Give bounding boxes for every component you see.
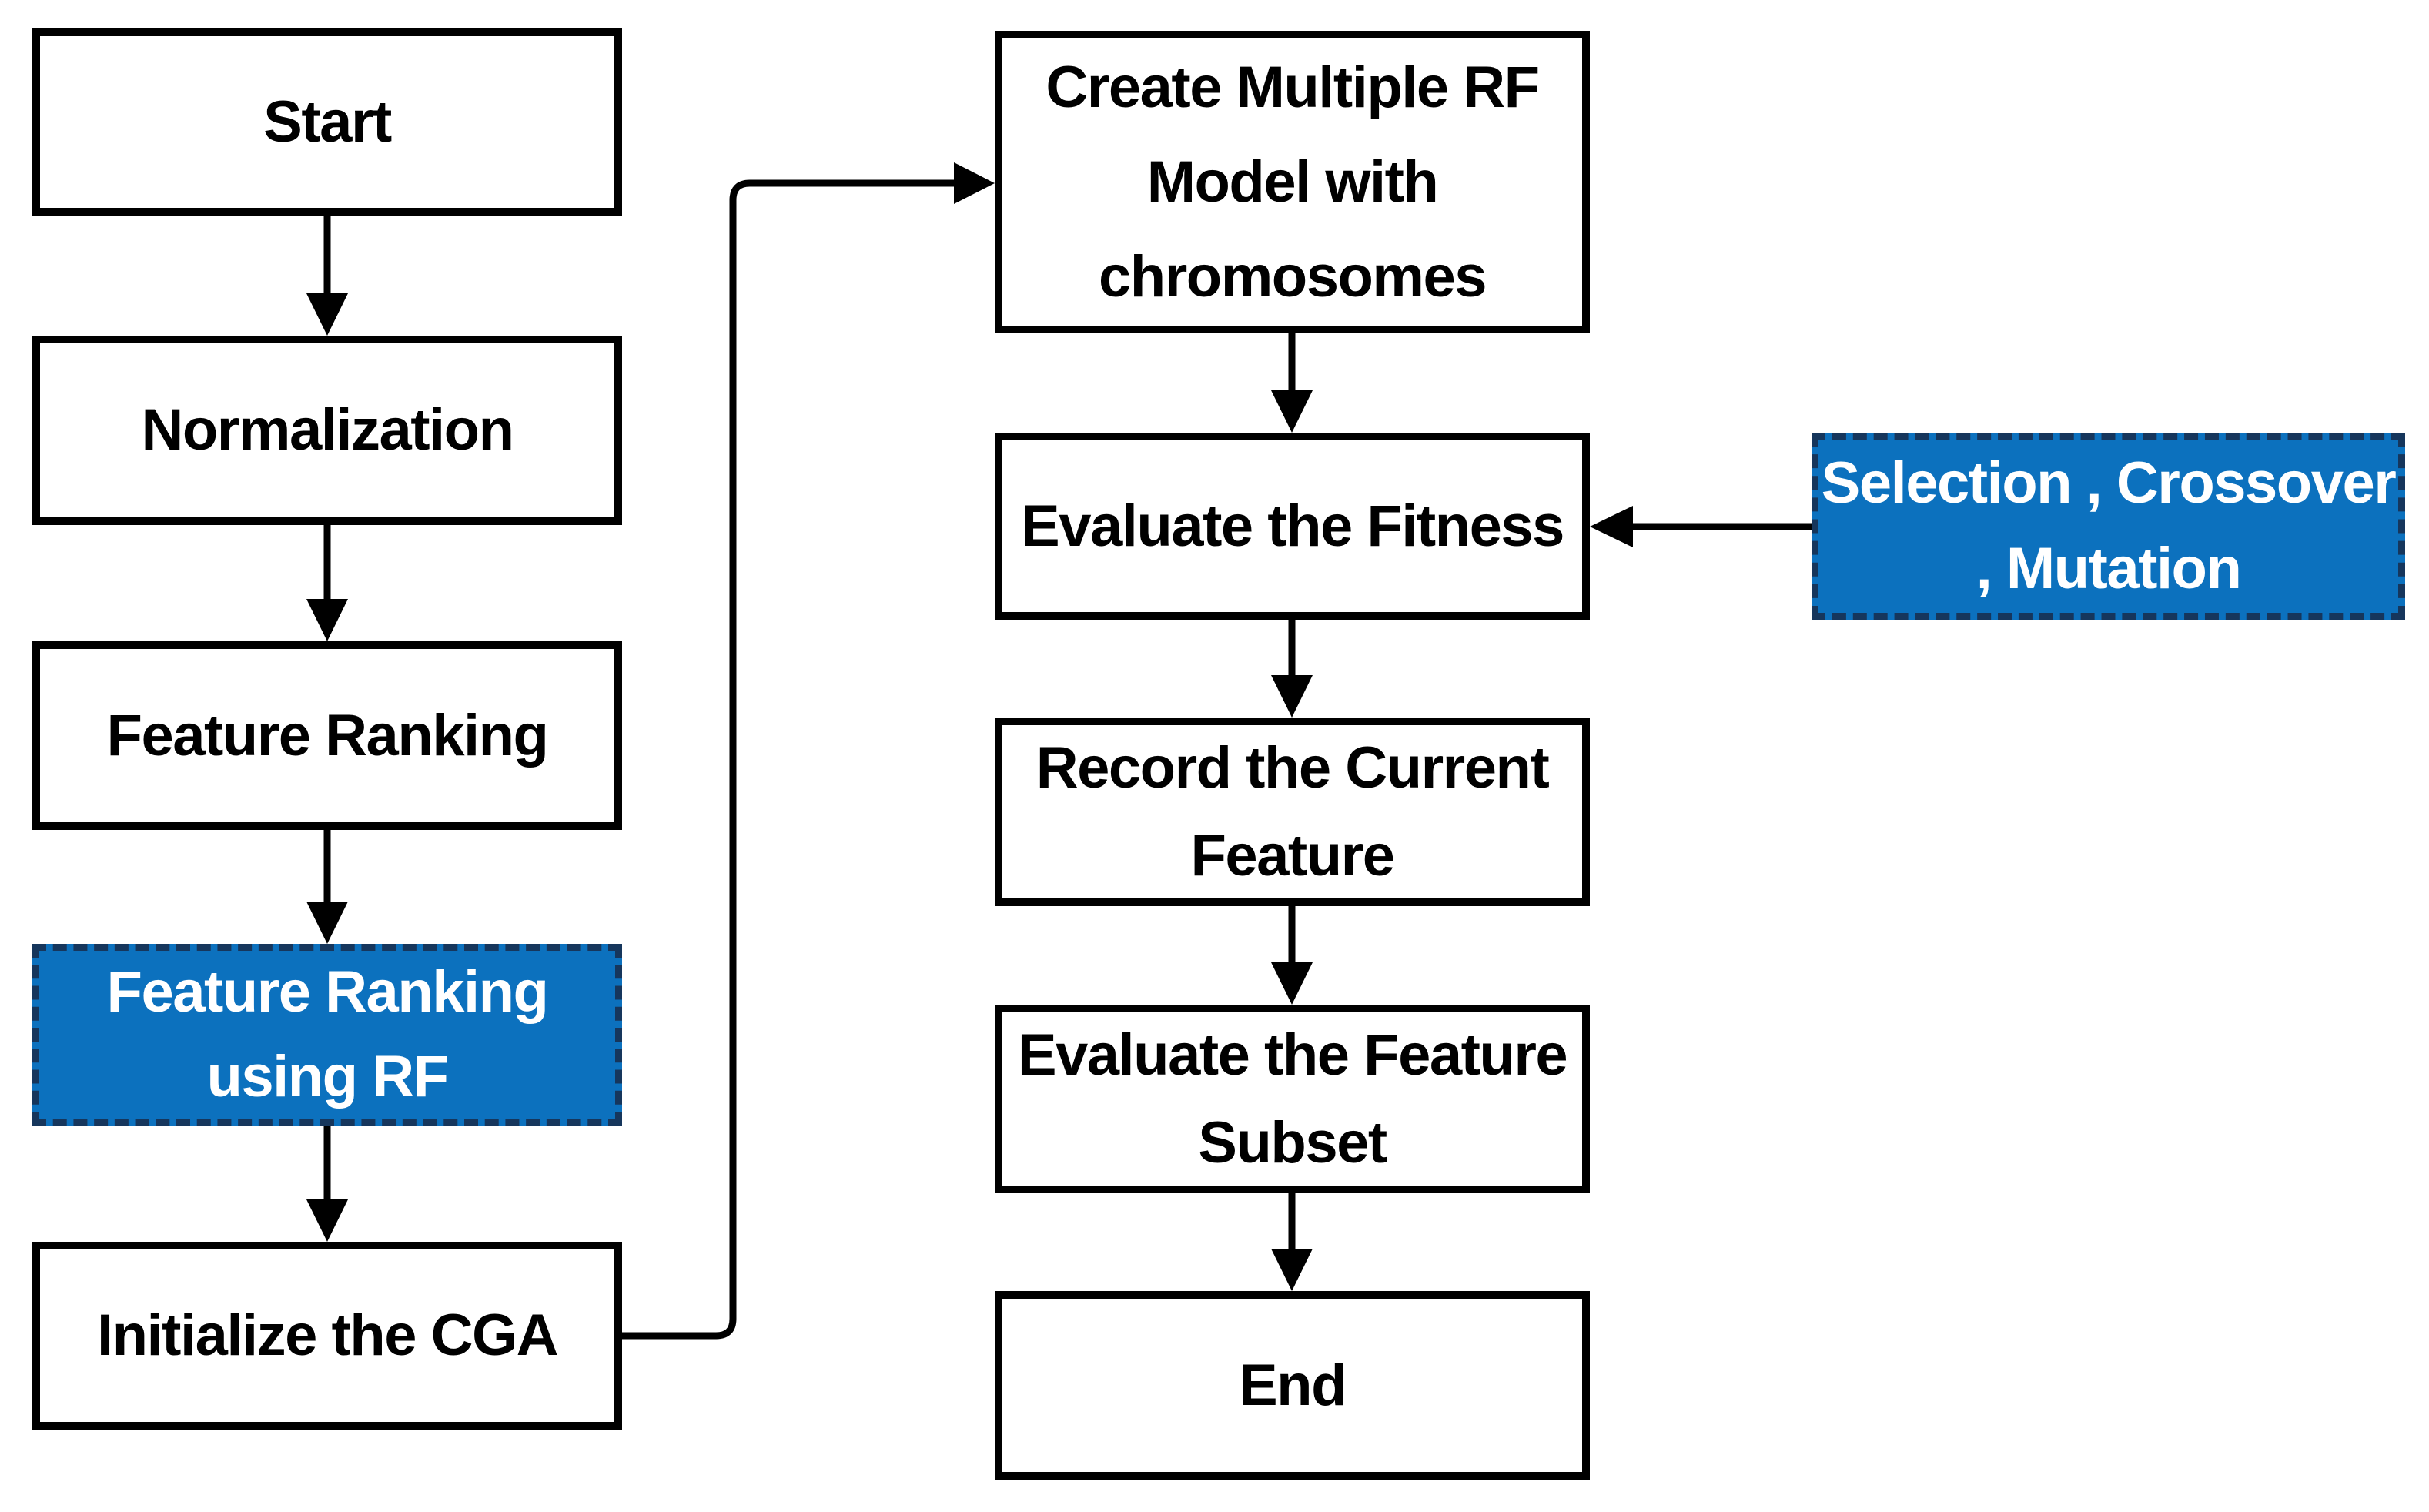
- node-end-label: End: [1238, 1352, 1347, 1418]
- connector-initialize-cga-to-create-rf: [622, 162, 995, 1340]
- arrow-feature-ranking-rf-to-initialize-cga: [306, 1126, 348, 1242]
- arrow-evaluate-subset-to-end: [1271, 1193, 1313, 1291]
- node-start-label: Start: [263, 89, 392, 155]
- node-record-current-feature: Record the Current Feature: [995, 718, 1590, 906]
- node-create-multiple-rf-model: Create Multiple RF Model with chromosome…: [995, 31, 1590, 333]
- node-feature-ranking: Feature Ranking: [32, 641, 622, 830]
- arrow-feature-ranking-to-feature-ranking-rf: [306, 830, 348, 944]
- node-selection-crossover-mutation: Selection , Crossover , Mutation: [1812, 433, 2405, 620]
- node-feature-ranking-using-rf: Feature Ranking using RF: [32, 944, 622, 1126]
- node-evaluate-fitness: Evaluate the Fitness: [995, 433, 1590, 620]
- node-initialize-cga-label: Initialize the CGA: [97, 1303, 558, 1369]
- node-start: Start: [32, 28, 622, 216]
- node-feature-ranking-using-rf-line2: using RF: [206, 1044, 449, 1109]
- node-normalization-label: Normalization: [141, 397, 515, 463]
- node-normalization: Normalization: [32, 336, 622, 525]
- node-end: End: [995, 1291, 1590, 1480]
- arrow-genetic-ops-to-evaluate-fitness: [1590, 506, 1812, 547]
- node-selection-crossover-mutation-line1: Selection , Crossover: [1821, 450, 2397, 517]
- node-evaluate-feature-subset-line2: Subset: [1198, 1109, 1387, 1176]
- node-feature-ranking-using-rf-line1: Feature Ranking: [106, 958, 549, 1025]
- arrow-record-feature-to-evaluate-subset: [1271, 906, 1313, 1005]
- node-record-current-feature-line2: Feature: [1190, 822, 1395, 888]
- node-initialize-cga: Initialize the CGA: [32, 1242, 622, 1430]
- arrow-evaluate-fitness-to-record-feature: [1271, 620, 1313, 718]
- node-evaluate-feature-subset: Evaluate the Feature Subset: [995, 1005, 1590, 1193]
- node-create-multiple-rf-model-line2: Model with: [1146, 149, 1439, 215]
- node-create-multiple-rf-model-line1: Create Multiple RF: [1046, 54, 1540, 120]
- arrow-start-to-normalization: [306, 216, 348, 336]
- node-record-current-feature-line1: Record the Current: [1036, 734, 1550, 801]
- arrow-create-rf-to-evaluate-fitness: [1271, 333, 1313, 433]
- node-evaluate-fitness-label: Evaluate the Fitness: [1021, 493, 1564, 559]
- node-feature-ranking-label: Feature Ranking: [106, 702, 549, 768]
- node-evaluate-feature-subset-line1: Evaluate the Feature: [1017, 1022, 1568, 1088]
- node-selection-crossover-mutation-line2: , Mutation: [1976, 535, 2242, 601]
- node-create-multiple-rf-model-line3: chromosomes: [1099, 244, 1487, 310]
- arrow-normalization-to-feature-ranking: [306, 525, 348, 641]
